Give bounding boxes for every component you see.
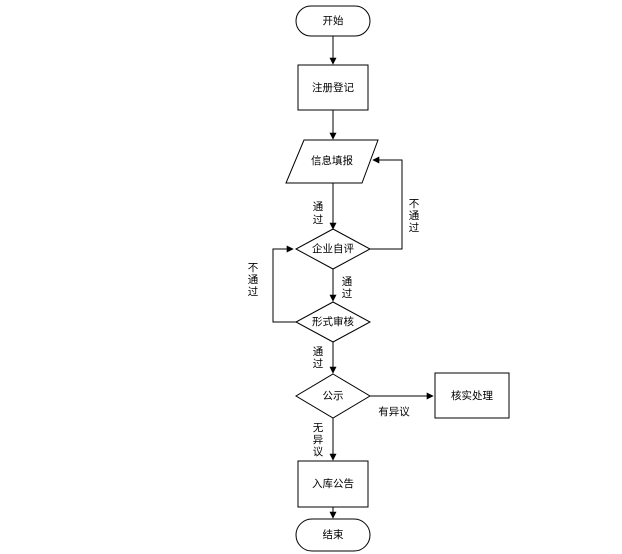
process-shape	[297, 460, 369, 508]
edge-selfeval-fail	[370, 156, 403, 250]
node-self-eval: 企业自评	[294, 228, 372, 270]
node-register-label: 注册登记	[312, 81, 354, 94]
edge-label-review-to-public-2: 过	[313, 357, 324, 370]
node-verify: 核实处理	[434, 372, 510, 419]
node-start-label: 开始	[323, 14, 344, 27]
edge-label-self-to-review-2: 过	[342, 287, 353, 300]
edge-label-review-fail-2: 通	[248, 274, 259, 286]
edge-review-fail	[272, 245, 296, 323]
terminator-shape	[295, 518, 371, 552]
decision-shape	[294, 301, 372, 343]
edge-label-self-to-review-1: 通	[342, 276, 353, 288]
connectors	[272, 36, 434, 519]
edge-label-info-to-self-1: 通	[313, 201, 324, 213]
edge-label-objection: 有异议	[378, 405, 410, 418]
process-shape	[434, 372, 510, 419]
edge-label-no-objection-2: 异	[313, 434, 324, 446]
edge-label-self-fail-2: 通	[409, 210, 420, 222]
node-start: 开始	[295, 5, 371, 37]
node-formal-review-label: 形式审核	[312, 315, 354, 328]
data-shape	[285, 139, 379, 184]
node-warehouse: 入库公告	[297, 460, 369, 508]
node-register: 注册登记	[297, 64, 369, 111]
node-info-fill-label: 信息填报	[311, 154, 353, 167]
edge-label-info-to-self-2: 过	[313, 213, 324, 226]
decision-shape	[295, 373, 371, 419]
edge-label-self-fail-1: 不	[409, 198, 420, 210]
edge-label-review-to-public-1: 通	[313, 346, 324, 358]
edge-label-no-objection-3: 议	[313, 446, 324, 458]
node-end-label: 结束	[323, 528, 344, 541]
node-end: 结束	[295, 518, 371, 552]
node-self-eval-label: 企业自评	[312, 242, 354, 255]
edge-label-self-fail-3: 过	[409, 221, 420, 234]
decision-shape	[294, 228, 372, 270]
node-warehouse-label: 入库公告	[312, 477, 354, 490]
edge-label-review-fail-1: 不	[248, 262, 259, 274]
edge-labels: 通 过 不 通 过 通 过 不 通 过 通 过 有异议 无 异 议	[248, 198, 420, 458]
process-shape	[297, 64, 369, 111]
node-info-fill: 信息填报	[285, 139, 379, 184]
node-publicity-label: 公示	[323, 390, 344, 402]
node-publicity: 公示	[295, 373, 371, 419]
terminator-shape	[295, 5, 371, 37]
node-formal-review: 形式审核	[294, 301, 372, 343]
edge-label-no-objection-1: 无	[313, 422, 324, 434]
node-verify-label: 核实处理	[451, 389, 493, 402]
edge-label-review-fail-3: 过	[248, 285, 259, 298]
